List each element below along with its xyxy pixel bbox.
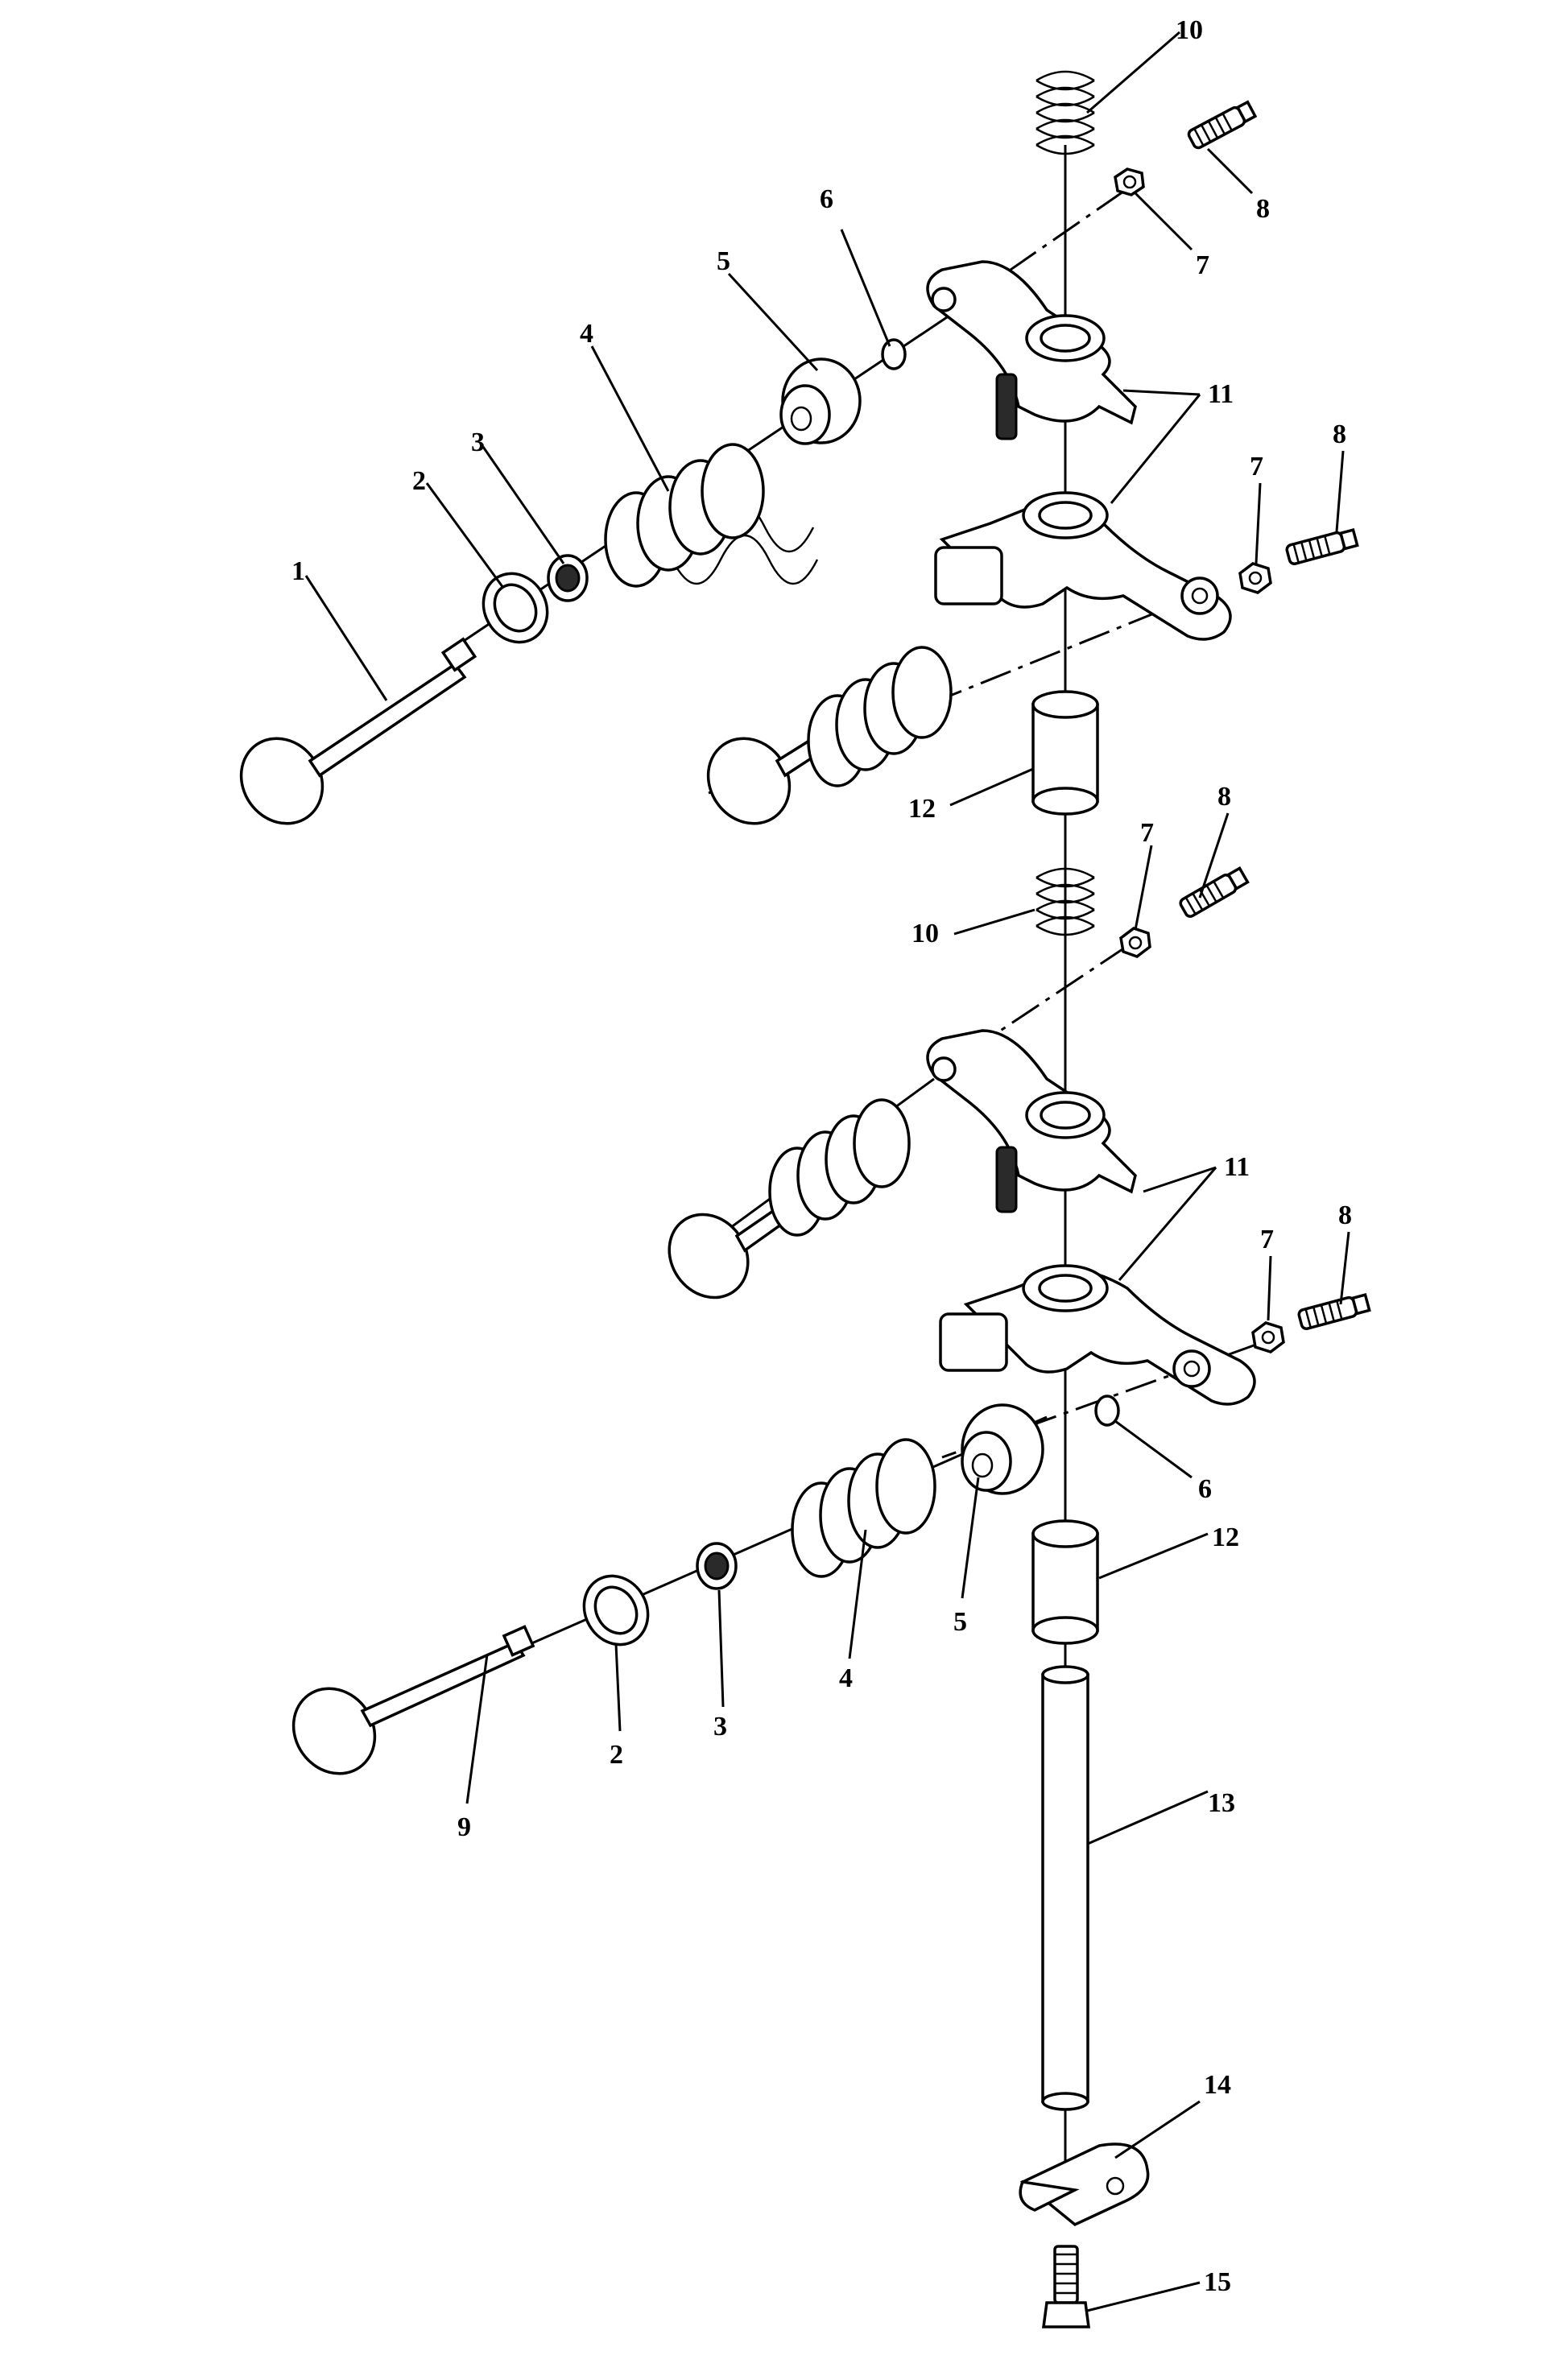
nut-7c (1119, 927, 1151, 958)
callout-11: 11 (1208, 379, 1234, 409)
callout-5: 5 (953, 1607, 967, 1637)
callout-6: 6 (820, 184, 833, 214)
callout-8: 8 (1338, 1200, 1352, 1230)
callout-4: 4 (839, 1663, 853, 1693)
callout-11: 11 (1224, 1152, 1250, 1182)
callout-4: 4 (580, 319, 593, 349)
callout-1: 1 (291, 556, 305, 586)
callout-2: 2 (610, 1740, 623, 1770)
callout-2: 2 (412, 466, 426, 496)
lock-plate-14 (1019, 2142, 1150, 2227)
callout-13: 13 (1208, 1788, 1235, 1818)
retainer-5b (961, 1403, 1044, 1495)
callout-3: 3 (471, 428, 485, 457)
rocker-arm-11a (926, 260, 1137, 440)
collet-6a (881, 338, 907, 370)
nut-7b (1238, 562, 1272, 594)
callout-8: 8 (1333, 419, 1346, 449)
callout-12: 12 (908, 794, 936, 824)
callout-5: 5 (717, 246, 730, 276)
seal-3a (547, 554, 589, 602)
valve-1 (239, 637, 477, 825)
adjust-screw-8a (1187, 100, 1258, 150)
callout-7: 7 (1260, 1225, 1274, 1254)
callout-9: 9 (457, 1812, 471, 1842)
leader-lines (304, 31, 1350, 2312)
spring-10-mid (1035, 867, 1095, 936)
spring-4a (604, 443, 819, 588)
spring-lower-1 (768, 1098, 911, 1237)
bushing-12b (1031, 1519, 1099, 1645)
rocker-arm-11c (926, 1029, 1137, 1213)
callout-12: 12 (1212, 1523, 1239, 1552)
spring-upper-2 (807, 646, 953, 787)
washer-2b (582, 1574, 650, 1647)
push-rod-13 (1041, 1665, 1089, 2111)
spring-10-top (1035, 70, 1095, 155)
callout-10: 10 (1176, 15, 1203, 45)
bolt-15 (1042, 2245, 1090, 2328)
rocker-arm-11b (934, 491, 1232, 641)
adjust-screw-8b (1285, 527, 1359, 565)
callout-8: 8 (1217, 782, 1231, 812)
seal-3b (696, 1542, 738, 1590)
callout-15: 15 (1204, 2267, 1231, 2297)
callout-14: 14 (1204, 2070, 1231, 2100)
retainer-5a (779, 357, 862, 445)
axis-line (933, 944, 1128, 1076)
valve-9 (291, 1625, 535, 1775)
nut-7d (1251, 1321, 1285, 1353)
rocker-arm-11d (939, 1264, 1256, 1406)
adjust-screw-8c (1179, 866, 1250, 918)
callout-8: 8 (1256, 194, 1270, 224)
callout-10: 10 (911, 919, 939, 948)
callout-6: 6 (1198, 1474, 1212, 1504)
washer-2a (482, 572, 549, 644)
spring-4b (791, 1438, 936, 1578)
bushing-12a (1031, 690, 1099, 816)
callout-7: 7 (1196, 250, 1209, 280)
callout-labels: 10 8 7 6 5 4 3 2 1 11 7 8 12 8 7 10 11 7… (291, 15, 1352, 2297)
callout-7: 7 (1140, 818, 1154, 848)
collet-6b (1094, 1395, 1120, 1427)
nut-7a (1114, 167, 1145, 196)
callout-3: 3 (713, 1712, 727, 1742)
adjust-screw-8d (1297, 1292, 1371, 1330)
callout-7: 7 (1250, 452, 1263, 481)
